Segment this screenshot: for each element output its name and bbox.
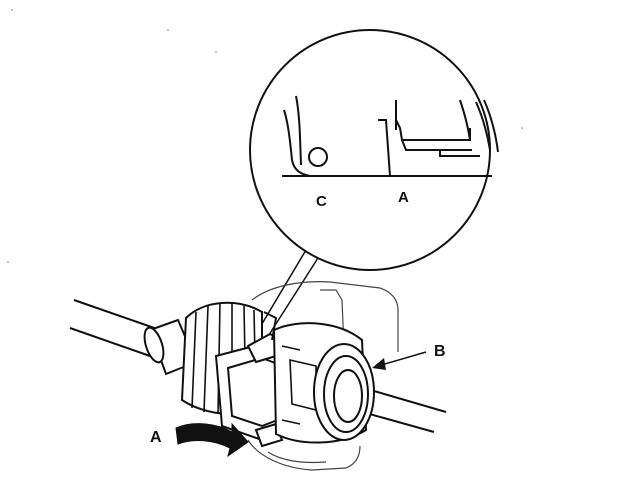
housing-slot-line <box>281 419 301 425</box>
inset-body-curve-3 <box>483 99 499 153</box>
housing-bottom-edge <box>247 439 361 471</box>
callout-b <box>372 351 427 370</box>
arrow-label-a: A <box>150 429 162 446</box>
housing-slot-line <box>281 345 301 351</box>
housing-bottom-inner <box>267 451 327 464</box>
speck <box>215 51 217 53</box>
rotation-arrow-a <box>175 422 249 458</box>
inset-tab-left-edge <box>283 109 311 177</box>
callout-b-line <box>377 351 427 367</box>
callout-b-arrowhead <box>372 358 386 370</box>
callout-label-b: B <box>434 343 446 360</box>
connector-mouth-inner <box>333 369 363 423</box>
housing-outline <box>247 281 399 471</box>
inset-tab-a-profile <box>378 119 391 177</box>
speck <box>11 9 13 11</box>
speck <box>7 261 9 263</box>
inset-tab-left-inner <box>295 95 302 166</box>
collar-rib <box>191 311 197 409</box>
speck <box>167 29 169 31</box>
housing-inner-edge <box>320 289 345 349</box>
rotation-arrow-shape <box>175 422 249 458</box>
collar-rib <box>203 305 209 413</box>
inset-magnifier <box>249 29 499 271</box>
housing-top-edge <box>251 281 399 352</box>
pipe-fitting-end <box>143 326 165 364</box>
inset-hole-c <box>308 147 328 167</box>
speck <box>521 127 523 129</box>
fuel-pipe-left <box>69 299 198 376</box>
quick-connector <box>180 301 375 448</box>
inset-body-curve-1 <box>459 99 471 141</box>
pipe-left-bottom-line <box>69 327 151 357</box>
inset-tab-a-step <box>439 150 480 157</box>
inset-body-curve-2 <box>475 101 491 151</box>
scan-specks <box>7 9 523 263</box>
inset-tab-a-lower <box>401 139 472 151</box>
pipe-left-top-line <box>73 299 161 331</box>
inset-label-c: C <box>316 193 327 210</box>
inset-label-a: A <box>398 189 409 206</box>
